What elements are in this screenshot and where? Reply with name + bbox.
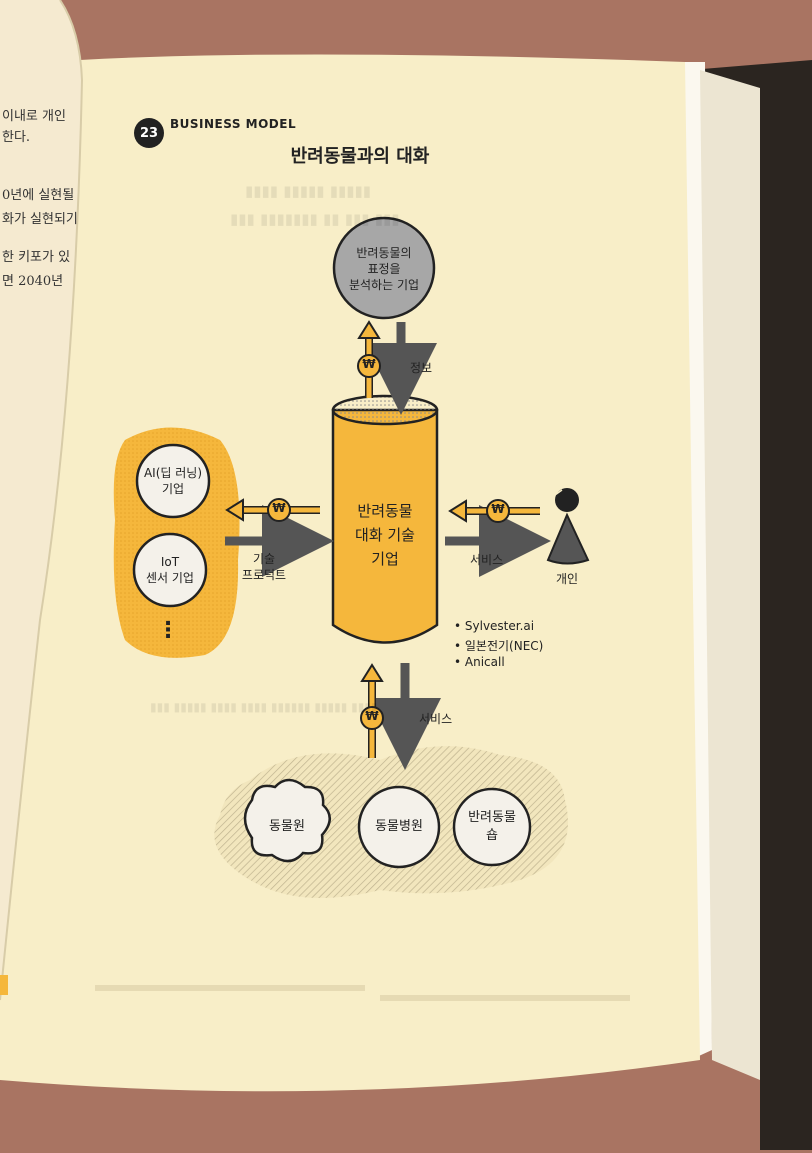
shop-circle	[452, 787, 532, 867]
won-symbol-right: ₩	[491, 502, 505, 516]
zoo-shape	[243, 778, 331, 863]
iot-company-label: IoT 센서 기업	[134, 552, 206, 588]
shop-label: 반려동물 숍	[456, 808, 528, 846]
won-symbol-bottom: ₩	[365, 709, 379, 723]
hospital-label: 동물병원	[375, 819, 423, 834]
won-coin-bottom	[360, 706, 384, 730]
center-line-2: 대화 기술	[355, 526, 415, 544]
bleed-through-text-1: ▮▮▮▮ ▮▮▮▮▮ ▮▮▮▮▮	[245, 182, 372, 200]
more-suppliers-ellipsis: ⋮	[157, 618, 179, 643]
chapter-badge: 23	[134, 118, 164, 148]
ai-line-2: 기업	[161, 482, 185, 496]
left-page-line-6: 면 2040년	[2, 274, 64, 289]
won-coin-right	[486, 499, 510, 523]
left-page-line-3: 0년에 실현될	[2, 188, 75, 203]
iot-line-1: IoT	[160, 555, 180, 569]
individual-label: 개인	[555, 572, 579, 586]
won-symbol-left: ₩	[272, 501, 286, 515]
center-line-1: 반려동물	[357, 502, 413, 520]
analysis-line-3: 분석하는 기업	[348, 278, 420, 292]
iot-line-2: 센서 기업	[146, 571, 194, 585]
section-label: BUSINESS MODEL	[170, 117, 297, 131]
analysis-company-label: 반려동물의 표정을 분석하는 기업	[336, 244, 432, 294]
service-right-label: 서비스	[470, 553, 504, 567]
shop-line-2: 숍	[486, 828, 498, 843]
example-1: • Sylvester.ai	[454, 619, 535, 633]
info-label: 정보	[410, 361, 433, 375]
iot-company-circle	[132, 532, 208, 608]
zoo-label: 동물원	[269, 819, 305, 834]
ai-company-label: AI(딥 러닝) 기업	[137, 463, 209, 499]
page-title: 반려동물과의 대화	[290, 146, 430, 167]
ai-line-1: AI(딥 러닝)	[143, 466, 203, 480]
ai-company-circle	[135, 443, 211, 519]
example-2: • 일본전기(NEC)	[454, 639, 544, 653]
bleed-through-text-2: ▮▮▮ ▮▮▮▮▮▮▮ ▮▮ ▮▮▮ ▮▮▮	[230, 210, 400, 228]
hospital-circle	[357, 785, 441, 869]
left-page-line-5: 한 키포가 있	[2, 250, 71, 265]
example-3: • Anicall	[454, 655, 505, 669]
center-company-label: 반려동물 대화 기술 기업	[335, 496, 435, 574]
tech-line-2: 프로덕트	[241, 568, 287, 582]
won-symbol-top: ₩	[362, 357, 376, 371]
analysis-company-circle	[332, 216, 436, 320]
left-page-line-2: 한다.	[2, 130, 31, 145]
tech-label: 기술 프로덕트	[230, 550, 298, 584]
analysis-line-2: 표정을	[367, 262, 401, 276]
analysis-line-1: 반려동물의	[356, 246, 412, 260]
tech-line-1: 기술	[252, 552, 276, 566]
left-page-line-4: 화가 실현되기	[2, 212, 78, 227]
won-coin-left	[267, 498, 291, 522]
person-head	[555, 488, 579, 512]
center-cylinder	[331, 408, 439, 644]
bleed-through-text-3: ▮▮▮ ▮▮▮▮▮ ▮▮▮▮ ▮▮▮▮ ▮▮▮▮▮▮ ▮▮▮▮▮ ▮▮▮▮	[150, 700, 378, 714]
service-bottom-label: 서비스	[419, 712, 453, 726]
center-line-3: 기업	[371, 550, 399, 568]
shop-line-1: 반려동물	[468, 810, 516, 825]
won-coin-top	[357, 354, 381, 378]
left-page-line-1: 이내로 개인	[2, 109, 66, 124]
left-page	[0, 0, 82, 1000]
